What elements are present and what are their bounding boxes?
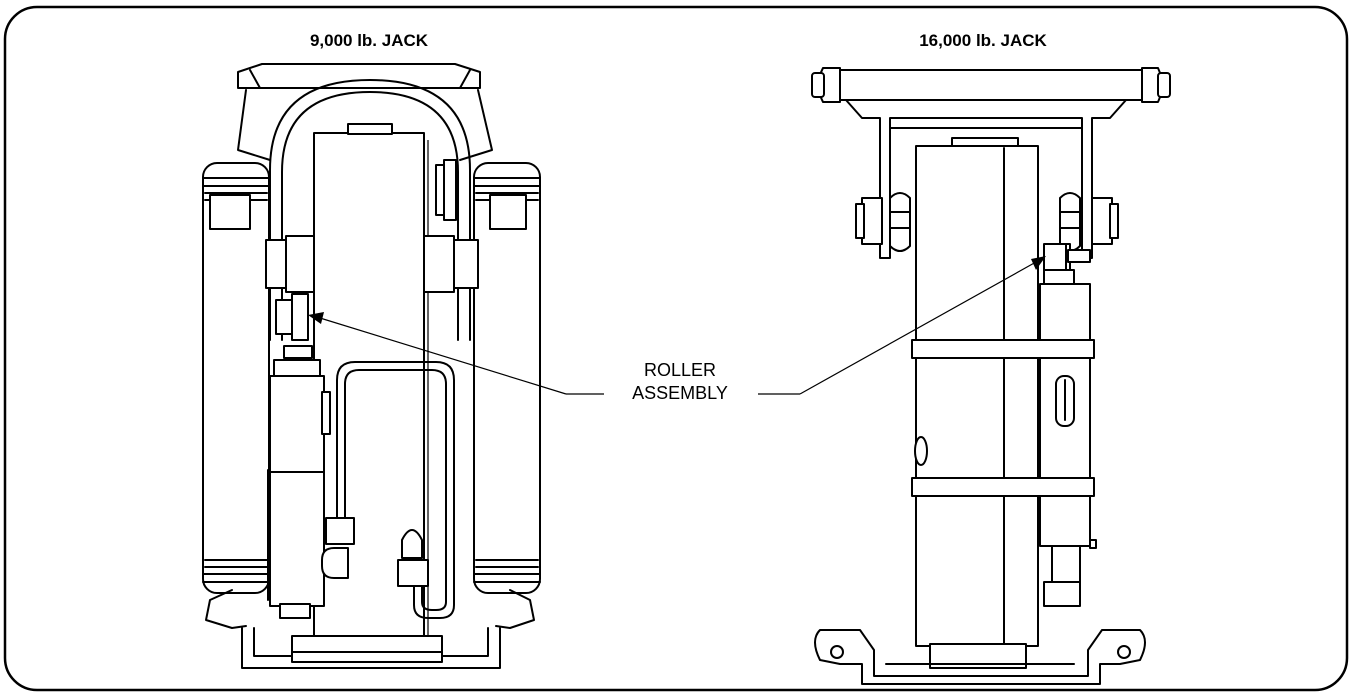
callout-line-roller: ROLLER — [644, 360, 716, 380]
title-9000-jack: 9,000 lb. JACK — [310, 31, 429, 50]
callout-line-assembly: ASSEMBLY — [632, 383, 728, 403]
frame-border — [3, 5, 1349, 692]
title-16000-jack: 16,000 lb. JACK — [919, 31, 1047, 50]
jack-16000-drawing — [811, 67, 1171, 685]
jack-9000-drawing — [202, 63, 541, 669]
roller-assembly-callout: ROLLER ASSEMBLY — [308, 256, 1046, 403]
